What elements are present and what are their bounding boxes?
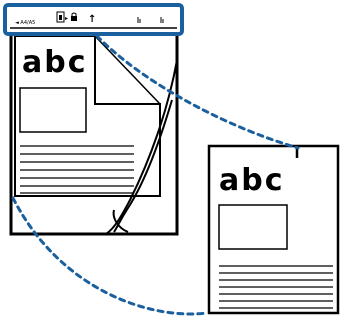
enlarged-document-image-box bbox=[218, 204, 288, 250]
edge-mark-a5 bbox=[137, 17, 141, 23]
zoom-line-lower bbox=[11, 196, 209, 316]
document-text-lines bbox=[20, 145, 134, 194]
document-fold-edge bbox=[94, 35, 161, 105]
curl-outer-edge bbox=[105, 59, 178, 235]
curl-tip bbox=[112, 209, 129, 233]
document-heading: abc bbox=[22, 45, 88, 80]
header-small-text: ◄ A4/A5 bbox=[15, 20, 35, 26]
dropdown-icon: ▸ bbox=[65, 15, 68, 22]
enlarged-document-text-lines bbox=[219, 265, 333, 309]
document-image-box bbox=[19, 87, 87, 133]
enlarged-document: abc bbox=[207, 144, 340, 315]
header-highlight-frame bbox=[3, 3, 184, 36]
zoom-callout bbox=[11, 34, 300, 316]
edge-mark-a4 bbox=[160, 17, 164, 23]
carrier-sheet-curl bbox=[105, 59, 178, 235]
up-arrow-icon: ↑ bbox=[88, 14, 96, 25]
zoom-line-upper bbox=[95, 34, 300, 150]
document-in-carrier: abc bbox=[14, 35, 161, 197]
lock-icon bbox=[71, 12, 77, 21]
carrier-header: ◄ A4/A5 ▸ ↑ bbox=[3, 3, 184, 36]
document-icon bbox=[56, 11, 65, 23]
enlarged-document-heading: abc bbox=[219, 163, 285, 198]
